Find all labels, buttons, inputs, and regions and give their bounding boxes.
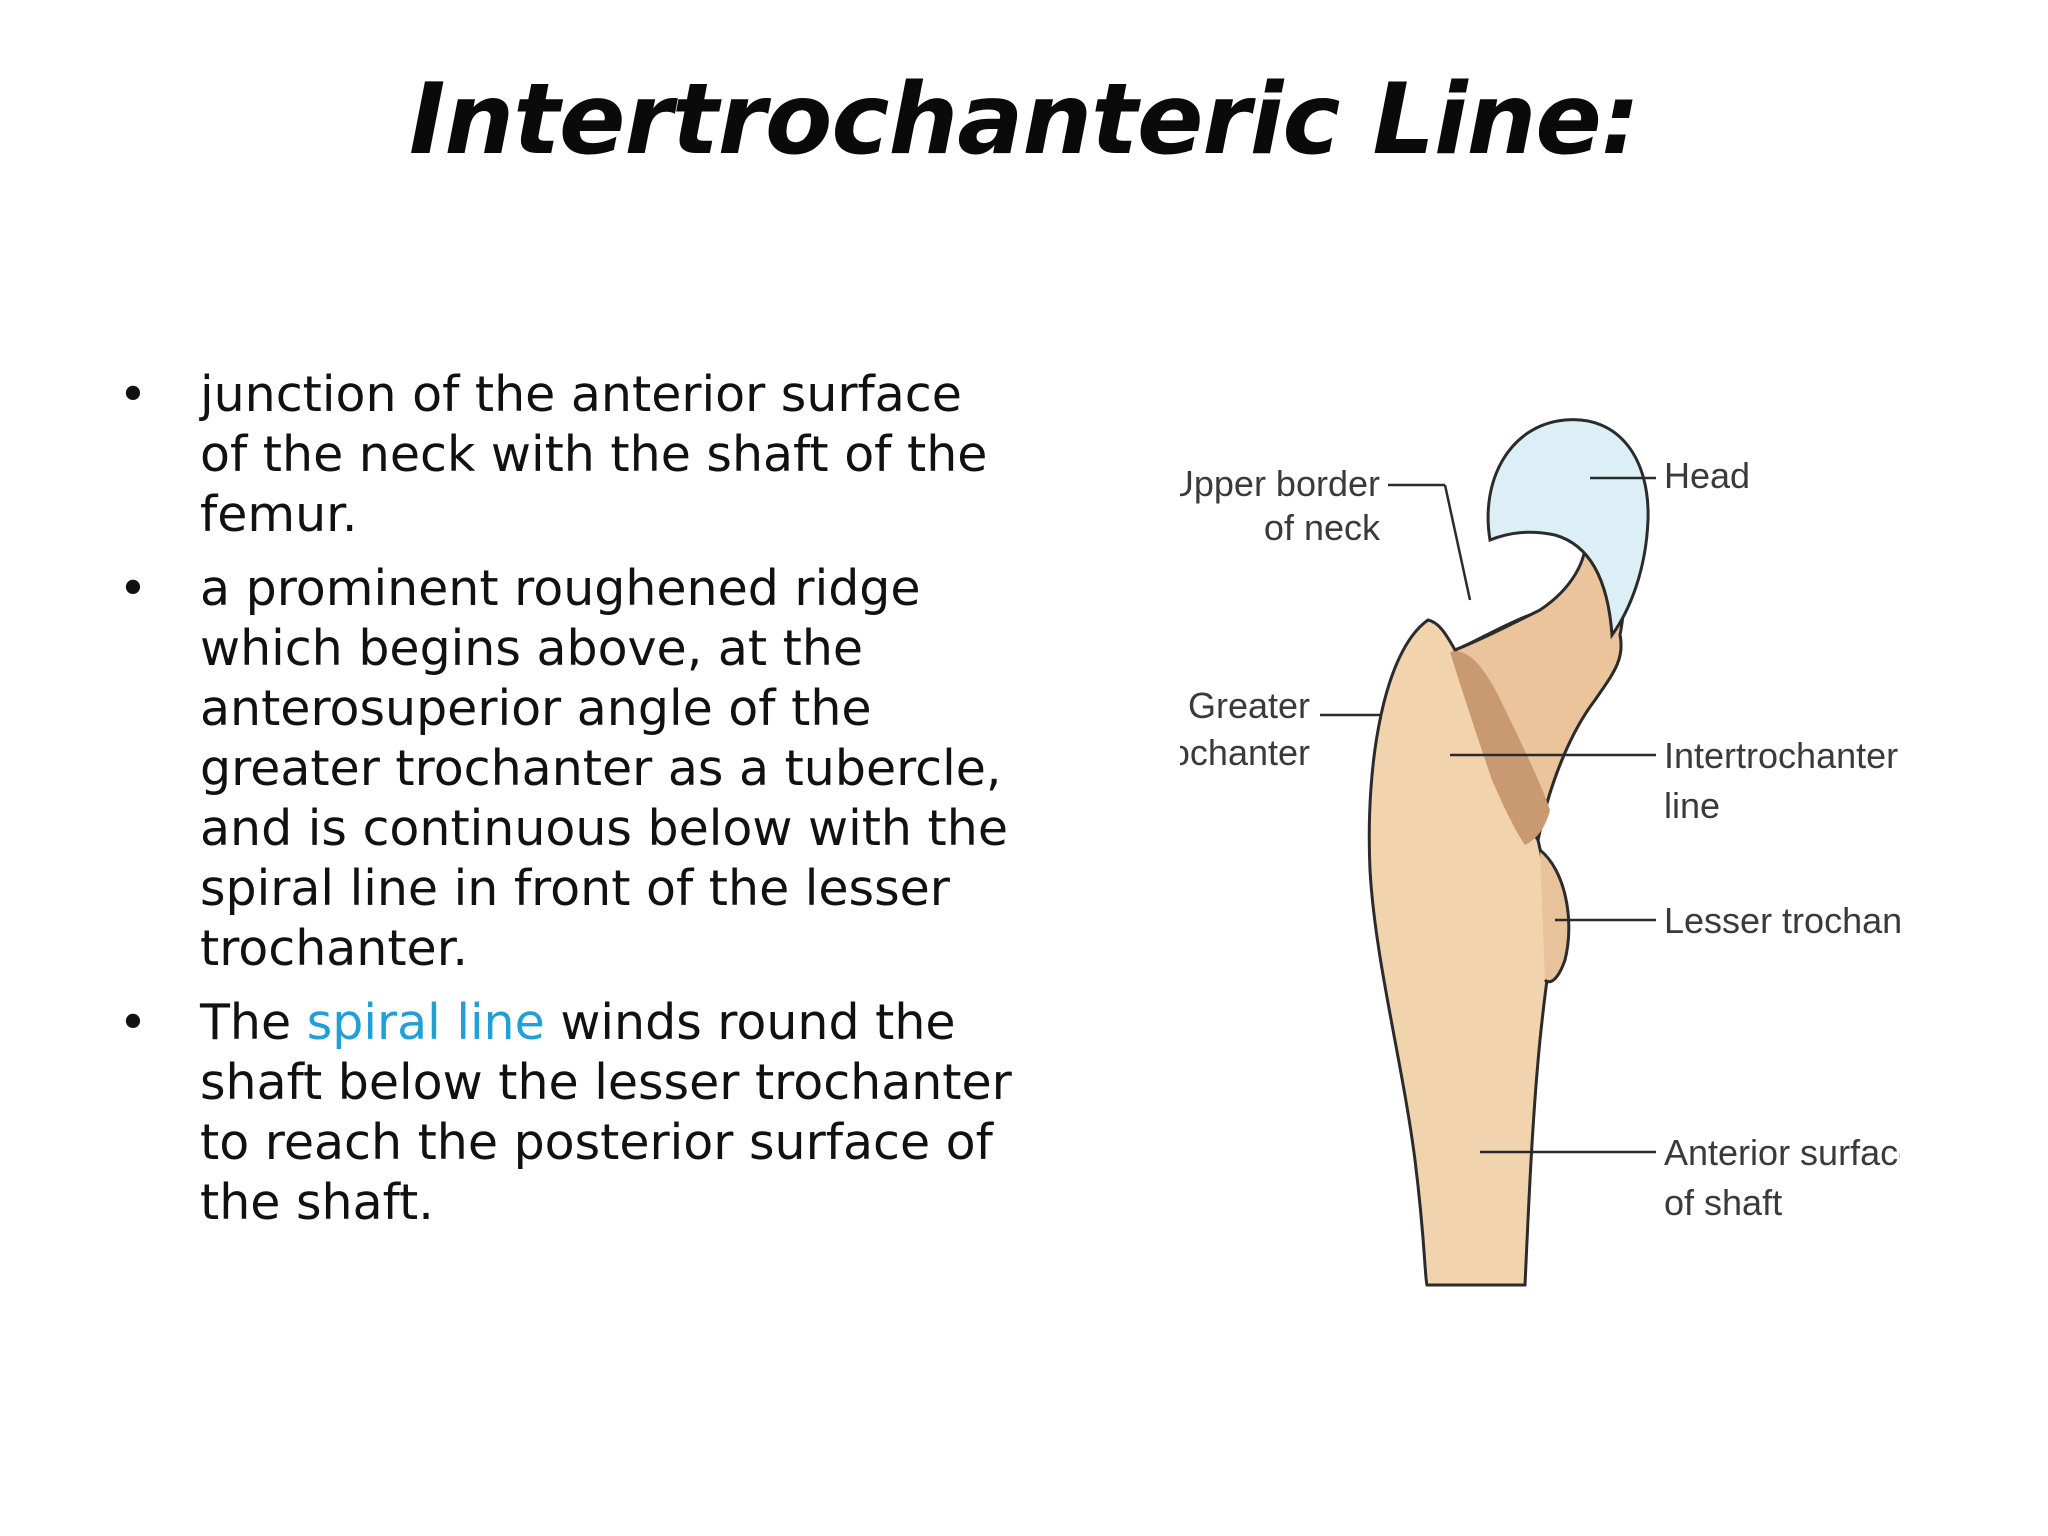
label-lesser: Lesser trochanter xyxy=(1664,900,1900,941)
label-intertroch-line1: Intertrochanteric xyxy=(1664,735,1900,776)
slide-title: Intertrochanteric Line: xyxy=(408,63,1640,177)
bullet-text-suffix: winds round the shaft below the lesser t… xyxy=(200,994,1012,1231)
bullet-text: junction of the anterior surface of the … xyxy=(200,366,988,543)
label-intertroch-line2: line xyxy=(1664,785,1720,826)
bullet-item: • The spiral line winds round the shaft … xyxy=(118,993,1018,1233)
label-upper-border-line1: Upper border xyxy=(1180,463,1380,504)
label-anterior-line2: of shaft xyxy=(1664,1182,1782,1223)
lesser-trochanter-shape xyxy=(1539,848,1571,984)
spiral-line-link[interactable]: spiral line xyxy=(306,994,545,1051)
label-upper-border-line2: of neck xyxy=(1264,507,1381,548)
label-anterior-line1: Anterior surface xyxy=(1664,1132,1900,1173)
bullet-item: • junction of the anterior surface of th… xyxy=(118,365,1018,545)
femur-diagram: Upper border of neck Head Greater trocha… xyxy=(1180,418,1900,1287)
bullet-text-prefix: The xyxy=(200,994,307,1051)
bullet-dot-icon: • xyxy=(118,560,148,617)
leader-upper-border-diag xyxy=(1443,484,1472,601)
bullet-dot-icon: • xyxy=(118,366,148,423)
label-greater-line2: trochanter xyxy=(1180,732,1310,773)
label-greater-line1: Greater xyxy=(1188,685,1310,726)
intertrochanteric-ridge xyxy=(1450,651,1550,845)
femoral-head-shape xyxy=(1486,418,1650,640)
femur-figure: Upper border of neck Head Greater trocha… xyxy=(1180,400,1900,1300)
label-head: Head xyxy=(1664,455,1750,496)
bullet-item: • a prominent roughened ridge which begi… xyxy=(118,559,1018,979)
bullet-text: a prominent roughened ridge which begins… xyxy=(200,560,1008,977)
bullet-dot-icon: • xyxy=(118,994,148,1051)
bullet-list: • junction of the anterior surface of th… xyxy=(118,365,1018,1247)
